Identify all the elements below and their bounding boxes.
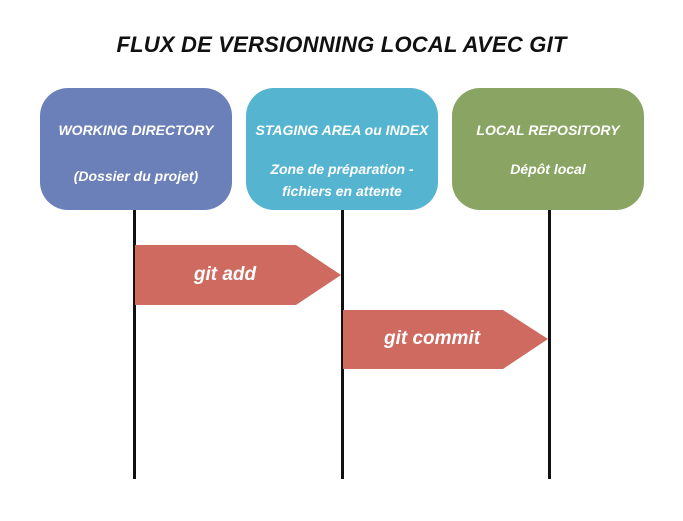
staging-area-lifeline bbox=[341, 205, 344, 479]
staging-area-subtitle: Zone de préparation - fichiers en attent… bbox=[270, 161, 414, 199]
local-repository-lifeline bbox=[548, 205, 551, 479]
working-directory-subtitle: (Dossier du projet) bbox=[73, 168, 199, 184]
local-repository-box: LOCAL REPOSITORY Dépôt local bbox=[452, 88, 644, 210]
staging-area-heading: STAGING AREA ou INDEX bbox=[255, 122, 429, 138]
working-directory-box: WORKING DIRECTORY (Dossier du projet) bbox=[40, 88, 232, 210]
local-repository-heading: LOCAL REPOSITORY bbox=[476, 122, 620, 138]
diagram-title: FLUX DE VERSIONNING LOCAL AVEC GIT bbox=[116, 32, 567, 57]
working-directory-heading: WORKING DIRECTORY bbox=[58, 122, 214, 138]
working-directory-lifeline bbox=[133, 205, 136, 479]
git-commit-label: git commit bbox=[383, 328, 481, 349]
git-add-label: git add bbox=[193, 264, 257, 285]
git-commit-arrow bbox=[343, 310, 548, 369]
git-add-arrow bbox=[135, 245, 341, 305]
local-repository-subtitle: Dépôt local bbox=[510, 161, 586, 177]
staging-area-box: STAGING AREA ou INDEX Zone de préparatio… bbox=[246, 88, 438, 210]
